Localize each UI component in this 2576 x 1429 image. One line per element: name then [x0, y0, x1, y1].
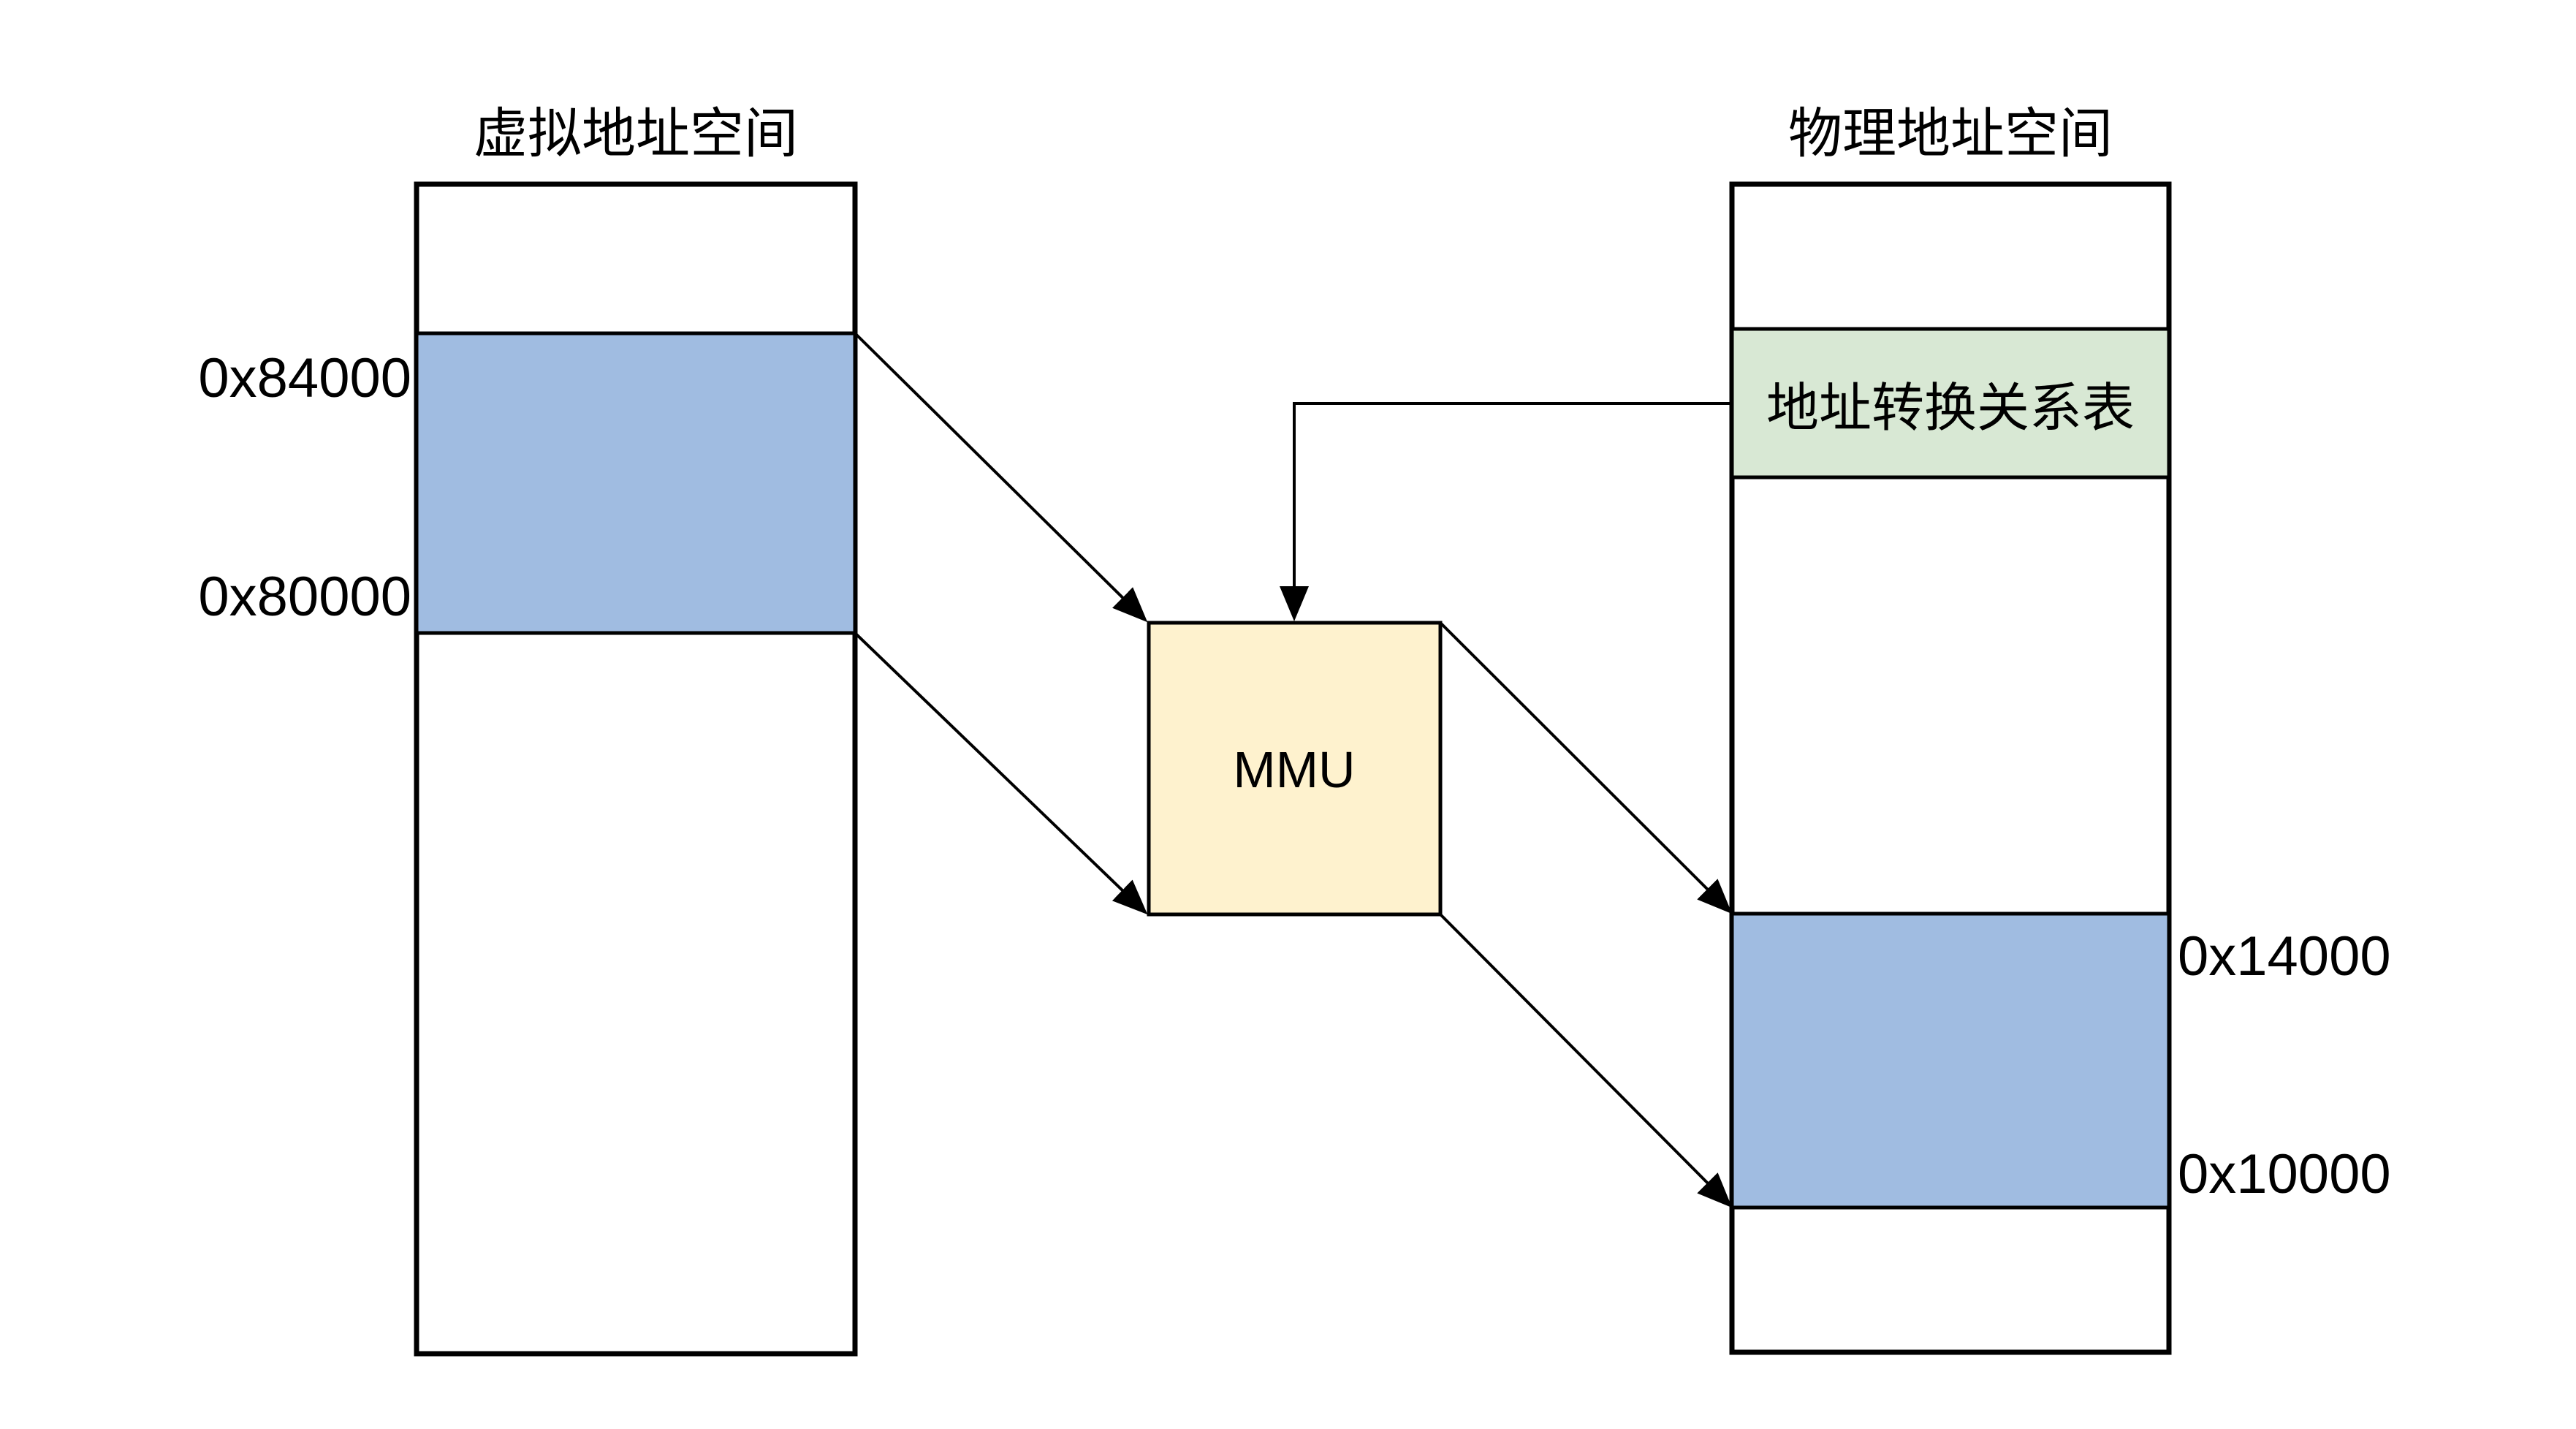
- mmu-box: [1147, 621, 1443, 917]
- arrow-virtual-bottom-to-mmu: [854, 632, 1148, 915]
- arrow-mmu-to-physical-bottom: [1439, 913, 1733, 1208]
- virtual-upper-address-label: 0x84000: [198, 347, 411, 409]
- translation-table-region: [1730, 327, 2171, 480]
- physical-mapped-region: [1730, 911, 2171, 1210]
- translation-table-label: 地址转换关系表: [1766, 379, 2135, 438]
- arrow-virtual-top-to-mmu: [854, 332, 1148, 623]
- physical-space-title: 物理地址空间: [1788, 103, 2113, 164]
- arrow-table-to-mmu: [1280, 402, 1732, 621]
- physical-lower-address-label: 0x10000: [2178, 1143, 2391, 1205]
- virtual-mapped-region: [414, 331, 857, 635]
- mmu-label: MMU: [1233, 741, 1355, 798]
- arrow-mmu-to-physical-top: [1439, 621, 1733, 914]
- physical-upper-address-label: 0x14000: [2178, 925, 2391, 988]
- virtual-lower-address-label: 0x80000: [198, 566, 411, 628]
- virtual-space-title: 虚拟地址空间: [474, 103, 798, 164]
